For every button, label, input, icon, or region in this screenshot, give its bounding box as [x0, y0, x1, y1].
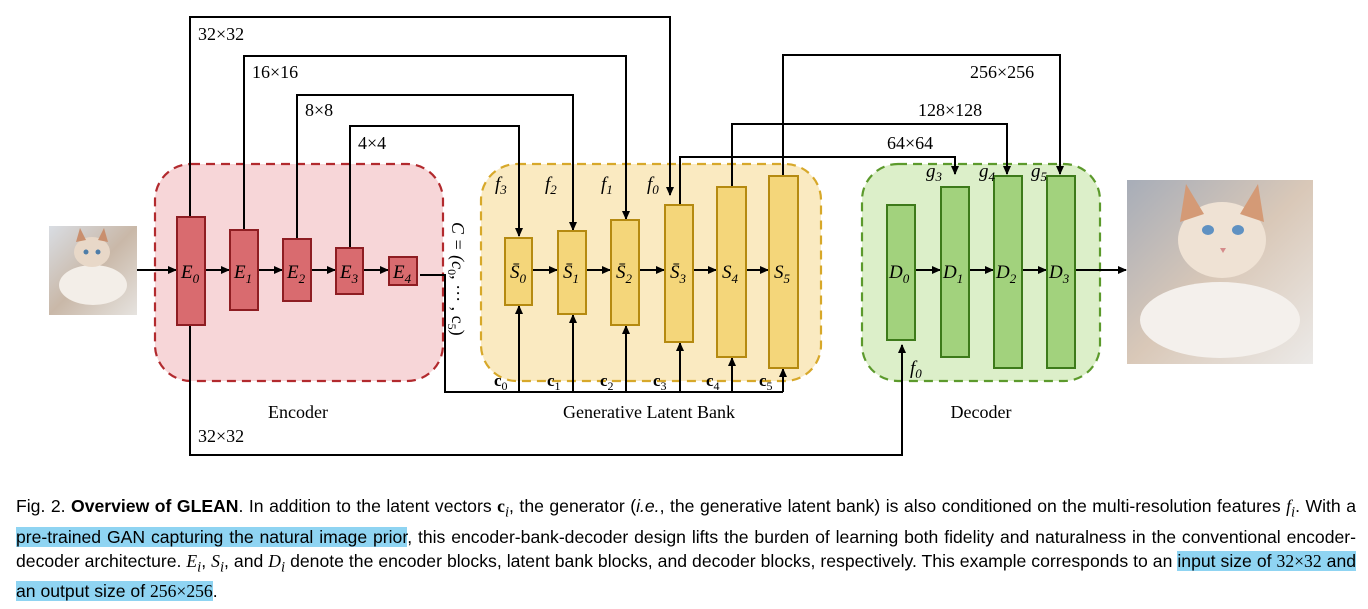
caption-text: , the generator (	[509, 496, 637, 516]
caption-si-sub: i	[219, 559, 225, 576]
figure-caption: Fig. 2. Overview of GLEAN. In addition t…	[16, 494, 1357, 603]
block-e3	[335, 247, 364, 295]
block-d1	[940, 186, 970, 358]
encoder-blocks	[176, 216, 418, 326]
block-s4	[716, 186, 747, 358]
caption-fi: f	[1286, 496, 1292, 516]
block-e2	[282, 238, 312, 302]
block-s5	[768, 175, 799, 369]
block-d0	[886, 204, 916, 341]
label-d2: D2	[995, 262, 1017, 286]
latent-set-label: C = (c0, ··· , c5)	[445, 222, 468, 336]
caption-ei: E	[186, 550, 198, 571]
block-s3	[664, 204, 694, 343]
label-d1: D1	[942, 262, 963, 286]
res-label-4: 4×4	[358, 133, 386, 153]
skip-connection-lines	[137, 16, 1127, 456]
res-label-128: 128×128	[918, 100, 982, 120]
decoder-g4: g4	[979, 161, 996, 184]
latent-c0: c0	[494, 371, 508, 393]
latent-c2: c2	[600, 371, 614, 393]
label-e3: E3	[339, 262, 359, 286]
caption-text: , and	[224, 550, 269, 571]
res-label-64: 64×64	[887, 133, 933, 153]
caption-fi-sub: i	[1291, 504, 1296, 521]
label-e2: E2	[286, 262, 306, 286]
caption-text: ,	[201, 550, 212, 571]
latent-c1: c1	[547, 371, 561, 393]
label-d3: D3	[1048, 262, 1070, 286]
caption-highlight-gan: pre-trained GAN capturing the natural im…	[16, 526, 408, 547]
block-d3	[1046, 175, 1076, 369]
caption-title: Overview of GLEAN	[71, 496, 239, 516]
res-label-256: 256×256	[970, 62, 1034, 82]
caption-text: denote the encoder blocks, latent bank b…	[285, 550, 1178, 571]
caption-ie: i.e.	[636, 496, 660, 516]
decoder-f0: f0	[910, 358, 922, 381]
block-e0	[176, 216, 206, 326]
label-e0: E0	[180, 262, 200, 286]
decoder-label: Decoder	[951, 402, 1012, 422]
label-s3: S̄3	[670, 262, 687, 286]
res-label-32-top: 32×32	[198, 24, 244, 44]
feature-f3: f3	[495, 174, 507, 197]
caption-text: , this encoder-bank-decoder design lifts…	[16, 526, 1357, 571]
label-s0: S̄0	[510, 262, 527, 286]
feature-f1: f1	[601, 174, 613, 197]
block-s1	[557, 230, 587, 315]
caption-di-sub: i	[281, 559, 286, 576]
res-label-32-bottom: 32×32	[198, 426, 244, 446]
decoder-blocks	[886, 175, 1076, 369]
caption-text: . With a	[1295, 496, 1356, 516]
caption-text: , the generative latent bank) is also co…	[659, 496, 1287, 516]
caption-text: .	[212, 581, 218, 602]
encoder-label: Encoder	[268, 402, 328, 422]
caption-prefix: Fig. 2.	[16, 496, 72, 516]
decoder-group	[860, 162, 1102, 383]
label-e1: E1	[233, 262, 252, 286]
decoder-g3: g3	[926, 161, 943, 184]
caption-ci-sub: i	[504, 504, 510, 521]
caption-ei-sub: i	[197, 559, 202, 576]
caption-ci: c	[497, 496, 505, 516]
caption-text: . In addition to the latent vectors	[238, 496, 498, 516]
block-s2	[610, 219, 640, 326]
latent-c3: c3	[653, 371, 667, 393]
caption-di: D	[268, 550, 281, 571]
label-s4: S4	[722, 262, 739, 286]
label-s5: S5	[774, 262, 791, 286]
glean-architecture-diagram: E0 E1 E2 E3 E4 S̄0 S̄1 S̄2 S̄3 S4 S5 D0 …	[49, 16, 1313, 456]
block-e4	[388, 256, 418, 286]
input-cat-image	[49, 226, 137, 315]
block-s0	[504, 237, 533, 306]
label-e4: E4	[392, 262, 412, 286]
bank-blocks	[504, 175, 799, 369]
output-cat-image	[1127, 180, 1313, 364]
caption-si: S	[211, 550, 220, 571]
label-s1: S̄1	[563, 262, 579, 286]
feature-f0: f0	[647, 174, 659, 197]
label-d0: D0	[888, 262, 910, 286]
bank-label: Generative Latent Bank	[563, 402, 735, 422]
block-d2	[993, 175, 1023, 369]
feature-f2: f2	[545, 174, 557, 197]
res-label-8: 8×8	[305, 100, 333, 120]
latent-c4: c4	[706, 371, 720, 393]
res-label-16: 16×16	[252, 62, 298, 82]
latent-c5: c5	[759, 371, 773, 393]
label-s2: S̄2	[616, 262, 633, 286]
decoder-g5: g5	[1031, 161, 1048, 184]
block-e1	[229, 229, 259, 311]
